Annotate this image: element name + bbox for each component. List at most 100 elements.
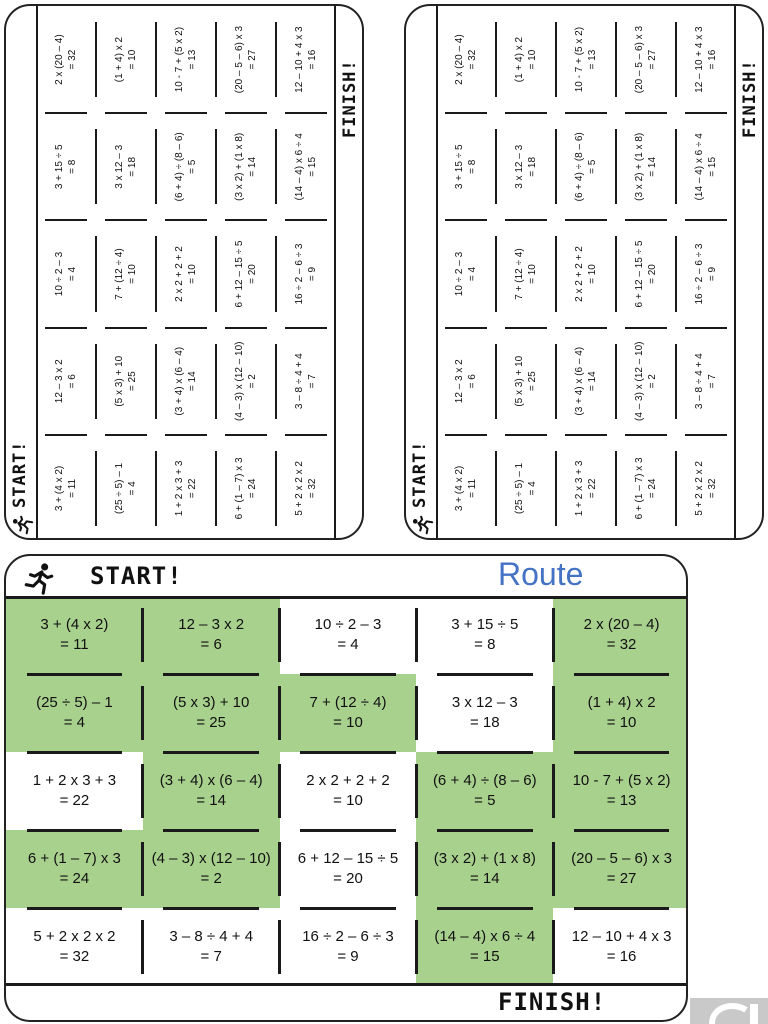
- maze-wall: [275, 450, 277, 526]
- cell-result: = 32: [707, 478, 718, 499]
- cell-expression: (1 + 4) x 2: [513, 36, 525, 83]
- maze-wall: [105, 433, 147, 436]
- cell-expression: 6 + 12 – 15 ÷ 5: [233, 240, 245, 308]
- cell-result: = 14: [196, 792, 226, 809]
- cell-result: = 9: [337, 948, 359, 965]
- cell-result: = 6: [467, 374, 478, 389]
- maze-wall: [36, 6, 38, 538]
- cell-result: = 10: [127, 264, 138, 284]
- cell-result: = 11: [60, 636, 89, 653]
- cell-result: = 14: [647, 156, 658, 177]
- maze-wall: [95, 450, 97, 526]
- maze-wall: [165, 219, 207, 222]
- maze-cell: 5 + 2 x 2 x 2= 32: [676, 434, 736, 538]
- cell-result: = 10: [527, 264, 538, 284]
- maze-cell: (1 + 4) x 2= 10: [553, 674, 686, 752]
- cell-result: = 22: [587, 478, 598, 499]
- maze-wall: [45, 112, 87, 115]
- maze-wall: [278, 763, 282, 819]
- cell-expression: 1 + 2 x 3 + 3: [573, 460, 585, 517]
- maze-wall: [615, 236, 617, 312]
- maze-wall: [555, 236, 557, 312]
- maze-cell: 10 ÷ 2 – 3= 4: [279, 596, 417, 674]
- maze-wall: [573, 750, 670, 754]
- maze-wall: [555, 343, 557, 419]
- cell-result: = 14: [587, 371, 598, 392]
- cell-expression: 3 x 12 – 3: [513, 144, 525, 189]
- cell-expression: (25 ÷ 5) – 1: [36, 693, 113, 711]
- maze-cell: 5 + 2 x 2 x 2= 32: [6, 908, 143, 986]
- cell-result: = 7: [307, 374, 318, 389]
- maze-wall: [573, 828, 670, 832]
- maze-cell: (5 x 3) + 10= 25: [142, 674, 280, 752]
- maze-wall: [105, 219, 147, 222]
- cell-result: = 10: [527, 49, 538, 70]
- cell-expression: 3 x 12 – 3: [451, 693, 518, 711]
- maze-cell: (20 – 5 – 6) x 3= 27: [553, 830, 686, 908]
- cell-result: = 9: [307, 266, 318, 282]
- cell-result: = 4: [127, 481, 138, 496]
- maze-cell: 1 + 2 x 3 + 3= 22: [556, 434, 616, 538]
- maze-wall: [163, 828, 260, 832]
- cell-result: = 4: [63, 714, 86, 731]
- cell-expression: 16 ÷ 2 – 6 ÷ 3: [302, 927, 394, 945]
- maze-wall: [495, 450, 497, 526]
- maze-wall: [165, 112, 207, 115]
- maze-wall: [215, 22, 217, 98]
- maze-wall: [573, 906, 670, 910]
- cell-expression: 3 + (4 x 2): [53, 465, 65, 512]
- cell-expression: 3 + (4 x 2): [40, 615, 109, 633]
- maze-cell: 3 + 15 ÷ 5= 8: [36, 113, 96, 221]
- maze-wall: [285, 433, 327, 436]
- cell-expression: 3 – 8 ÷ 4 + 4: [293, 353, 305, 410]
- cell-expression: (14 – 4) x 6 ÷ 4: [434, 927, 536, 945]
- maze-cell: 1 + 2 x 3 + 3= 22: [156, 434, 216, 538]
- maze-cell: (20 – 5 – 6) x 3= 27: [216, 6, 276, 114]
- cell-expression: 5 + 2 x 2 x 2: [693, 461, 705, 516]
- cell-expression: 7 + (12 ÷ 4): [513, 248, 525, 300]
- cell-expression: 1 + 2 x 3 + 3: [32, 771, 117, 789]
- maze-wall: [565, 219, 607, 222]
- cell-result: = 22: [187, 478, 198, 499]
- cell-result: = 10: [333, 792, 363, 809]
- cell-expression: (3 + 4) x (6 – 4): [159, 771, 263, 789]
- cell-result: = 13: [187, 49, 198, 70]
- cell-expression: 2 x 2 + 2 + 2: [173, 246, 185, 302]
- cell-result: = 24: [247, 478, 258, 499]
- maze-cell: (20 – 5 – 6) x 3= 27: [616, 6, 676, 114]
- cell-result: = 25: [127, 371, 138, 392]
- cell-result: = 5: [474, 792, 496, 809]
- cell-expression: 16 ÷ 2 – 6 ÷ 3: [293, 243, 305, 305]
- maze-wall: [6, 596, 686, 599]
- maze-cell: 3 + 15 ÷ 5= 8: [436, 113, 496, 221]
- cell-expression: 10 - 7 + (5 x 2): [573, 26, 585, 93]
- cell-result: = 18: [527, 156, 538, 177]
- cell-expression: (6 + 4) ÷ (8 – 6): [432, 771, 537, 789]
- cell-result: = 8: [474, 636, 496, 653]
- cell-result: = 5: [587, 159, 598, 174]
- maze-cell: 7 + (12 ÷ 4)= 10: [279, 674, 417, 752]
- maze-cell: (14 – 4) x 6 ÷ 4= 15: [676, 113, 736, 221]
- maze-cell: 3 + 15 ÷ 5= 8: [416, 596, 554, 674]
- running-man-icon: [12, 515, 34, 535]
- cell-result: = 32: [67, 49, 78, 70]
- maze-cell: 3 – 8 ÷ 4 + 4= 7: [142, 908, 280, 986]
- maze-cell: 10 ÷ 2 – 3= 4: [436, 220, 496, 328]
- maze-wall: [163, 906, 260, 910]
- maze-cell: 12 – 3 x 2= 6: [36, 327, 96, 435]
- maze-cell: 12 – 10 + 4 x 3= 16: [276, 6, 336, 114]
- maze-cell: 6 + 12 – 15 ÷ 5= 20: [279, 830, 417, 908]
- cell-result: = 18: [469, 714, 500, 731]
- cell-expression: 2 x 2 + 2 + 2: [573, 246, 585, 302]
- cell-result: = 16: [307, 49, 318, 70]
- finish-label: FINISH!: [740, 59, 760, 138]
- cell-expression: 10 ÷ 2 – 3: [53, 251, 65, 297]
- maze-wall: [445, 112, 487, 115]
- cell-result: = 13: [587, 49, 598, 70]
- cell-result: = 14: [247, 156, 258, 177]
